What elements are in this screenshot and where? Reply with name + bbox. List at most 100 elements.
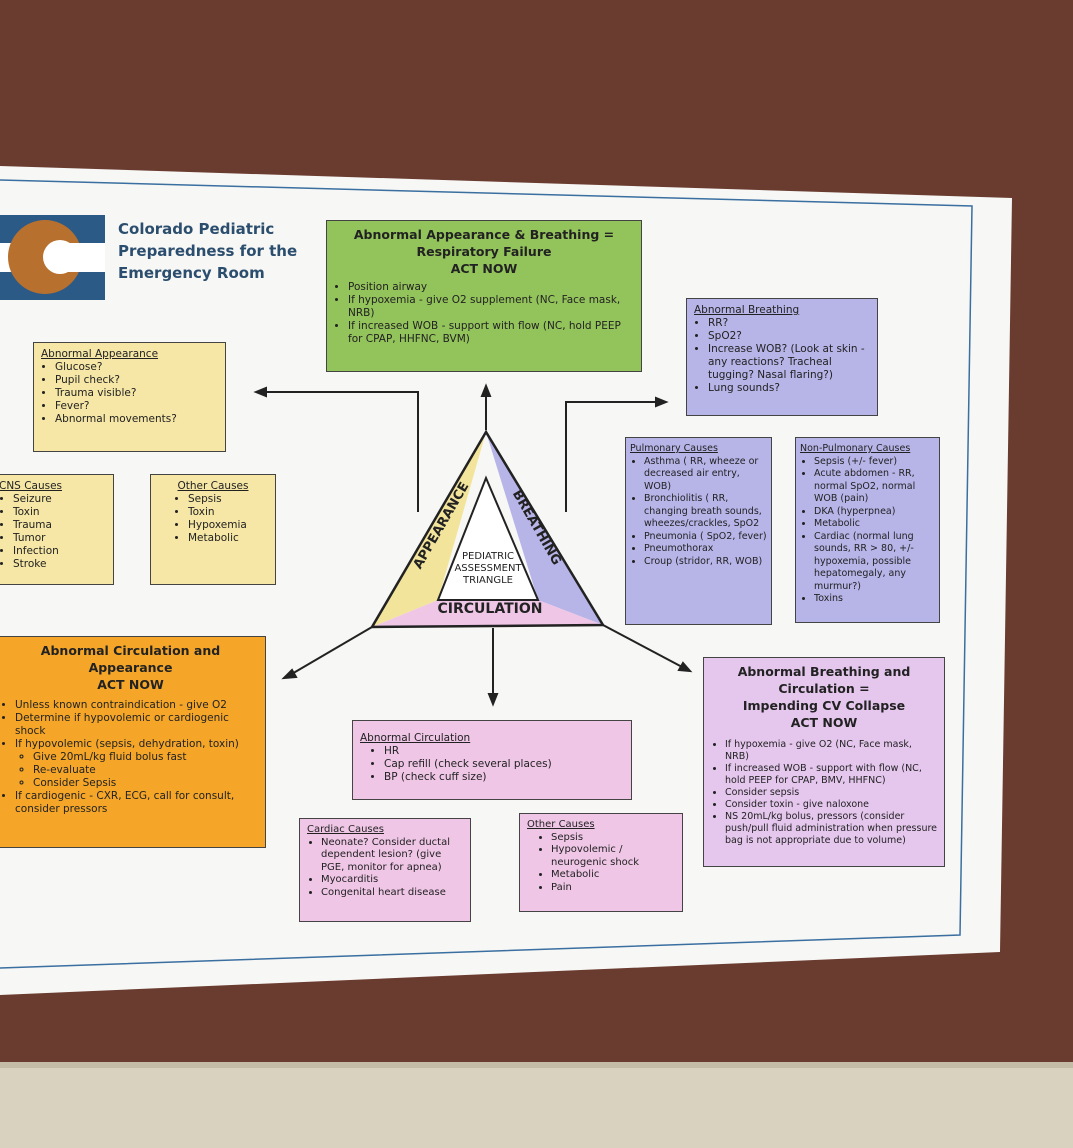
list-item: Hypovolemic / neurogenic shock [551, 844, 675, 869]
list-item: Pain [551, 882, 675, 895]
list-item: NS 20mL/kg bolus, pressors (consider pus… [725, 811, 937, 847]
list-item: Myocarditis [321, 874, 463, 887]
box-heading: CNS Causes [0, 480, 63, 492]
list-item: Tumor [13, 532, 106, 545]
bullet-list: SepsisToxinHypoxemiaMetabolic [158, 493, 268, 545]
abnormal-appearance-box: Abnormal Appearance Glucose?Pupil check?… [33, 342, 226, 452]
box-heading: Respiratory Failure [416, 244, 552, 259]
bullet-list: RR?SpO2?Increase WOB? (Look at skin - an… [694, 317, 870, 395]
triangle-circulation-label: CIRCULATION [437, 601, 543, 617]
bullet-list: SepsisHypovolemic / neurogenic shockMeta… [527, 832, 675, 895]
box-heading: Abnormal Circulation and [40, 643, 221, 658]
list-item: Asthma ( RR, wheeze or decreased air ent… [644, 456, 767, 494]
list-item: Seizure [13, 493, 106, 506]
cns-causes-box: CNS Causes SeizureToxinTraumaTumorInfect… [0, 474, 114, 585]
respiratory-failure-box: Abnormal Appearance & Breathing = Respira… [326, 220, 642, 372]
logo-icon [0, 215, 105, 300]
list-item: Consider sepsis [725, 787, 937, 799]
box-heading: Cardiac Causes [307, 824, 384, 835]
bullet-list: Asthma ( RR, wheeze or decreased air ent… [630, 456, 767, 569]
logo-title: Colorado Pediatric Preparedness for the … [118, 220, 298, 282]
list-item: Sepsis [188, 493, 268, 506]
list-item: Neonate? Consider ductal dependent lesio… [321, 837, 463, 875]
list-item: Infection [13, 545, 106, 558]
abnormal-breathing-box: Abnormal Breathing RR?SpO2?Increase WOB?… [686, 298, 878, 416]
wall-trim [0, 1062, 1073, 1148]
list-item: If hypovolemic (sepsis, dehydration, tox… [15, 738, 258, 751]
list-item: Cap refill (check several places) [384, 758, 624, 771]
list-item: Metabolic [551, 869, 675, 882]
list-item: Metabolic [814, 518, 935, 531]
list-item: Sepsis (+/- fever) [814, 456, 935, 469]
box-heading: Abnormal Appearance [41, 348, 159, 360]
assessment-triangle [369, 429, 606, 629]
bullet-list: If hypoxemia - give O2 (NC, Face mask, N… [711, 739, 937, 847]
list-item: HR [384, 745, 624, 758]
other-causes-appearance-box: Other Causes SepsisToxinHypoxemiaMetabol… [150, 474, 276, 585]
list-item: DKA (hyperpnea) [814, 506, 935, 519]
cv-collapse-box: Abnormal Breathing and Circulation = Impe… [703, 657, 945, 867]
list-item: Toxin [188, 506, 268, 519]
box-heading: ACT NOW [450, 261, 518, 276]
list-item: Cardiac (normal lung sounds, RR > 80, +/… [814, 531, 935, 594]
list-item: Congenital heart disease [321, 887, 463, 900]
list-item: Toxins [814, 593, 935, 606]
list-item: Trauma visible? [55, 387, 218, 400]
list-item: If increased WOB - support with flow (NC… [725, 763, 937, 787]
box-heading: Abnormal Appearance & Breathing = [353, 227, 615, 242]
box-heading: Abnormal Breathing and Circulation = Impe… [711, 663, 937, 731]
list-item: Determine if hypovolemic or cardiogenic … [15, 712, 258, 738]
list-item: Pneumothorax [644, 543, 767, 556]
list-item: SpO2? [708, 330, 870, 343]
list-item: Lung sounds? [708, 382, 870, 395]
list-item: Increase WOB? (Look at skin - any reacti… [708, 343, 870, 382]
box-heading: Abnormal Appearance & Breathing = Respira… [334, 226, 634, 277]
list-item: Fever? [55, 400, 218, 413]
list-item: Hypoxemia [188, 519, 268, 532]
box-heading: Abnormal Breathing [694, 304, 800, 316]
bullet-list: Sepsis (+/- fever)Acute abdomen - RR, no… [800, 456, 935, 606]
abnormal-circulation-box: Abnormal Circulation HRCap refill (check… [352, 720, 632, 800]
bullet-list: SeizureToxinTraumaTumorInfectionStroke [0, 493, 106, 571]
list-item: Croup (stridor, RR, WOB) [644, 556, 767, 569]
list-item: Bronchiolitis ( RR, changing breath soun… [644, 493, 767, 531]
list-item: Pupil check? [55, 374, 218, 387]
list-item: Consider Sepsis [33, 777, 258, 790]
list-item: Stroke [13, 558, 106, 571]
list-item: Glucose? [55, 361, 218, 374]
bullet-list: Neonate? Consider ductal dependent lesio… [307, 837, 463, 900]
list-item: If hypoxemia - give O2 supplement (NC, F… [348, 294, 634, 320]
box-heading: Impending CV Collapse [742, 698, 906, 713]
list-item: If hypoxemia - give O2 (NC, Face mask, N… [725, 739, 937, 763]
box-heading: ACT NOW [790, 715, 858, 730]
bullet-list: Unless known contraindication - give O2D… [3, 699, 258, 816]
other-causes-circulation-box: Other Causes SepsisHypovolemic / neuroge… [519, 813, 683, 912]
list-item: BP (check cuff size) [384, 771, 624, 784]
box-heading: Other Causes [177, 480, 249, 492]
list-item: Abnormal movements? [55, 413, 218, 426]
list-item: Trauma [13, 519, 106, 532]
box-heading: Abnormal Circulation [360, 732, 471, 744]
list-item: Metabolic [188, 532, 268, 545]
list-item: Re-evaluate [33, 764, 258, 777]
bullet-list: Give 20mL/kg fluid bolus fastRe-evaluate… [15, 751, 258, 790]
list-item: Give 20mL/kg fluid bolus fast [33, 751, 258, 764]
list-item: Sepsis [551, 832, 675, 845]
list-item: Toxin [13, 506, 106, 519]
cardiac-causes-box: Cardiac Causes Neonate? Consider ductal … [299, 818, 471, 922]
box-heading: Appearance [88, 660, 173, 675]
box-heading: Non-Pulmonary Causes [800, 443, 911, 454]
box-heading: Other Causes [527, 819, 595, 830]
list-item: Consider toxin - give naloxone [725, 799, 937, 811]
list-item: Acute abdomen - RR, normal SpO2, normal … [814, 468, 935, 506]
non-pulmonary-causes-box: Non-Pulmonary Causes Sepsis (+/- fever)A… [795, 437, 940, 623]
list-item: If increased WOB - support with flow (NC… [348, 320, 634, 346]
list-item: If cardiogenic - CXR, ECG, call for cons… [15, 790, 258, 816]
list-item: Unless known contraindication - give O2 [15, 699, 258, 712]
box-heading: Abnormal Breathing and Circulation = [737, 664, 911, 696]
bullet-list: HRCap refill (check several places)BP (c… [360, 745, 624, 784]
